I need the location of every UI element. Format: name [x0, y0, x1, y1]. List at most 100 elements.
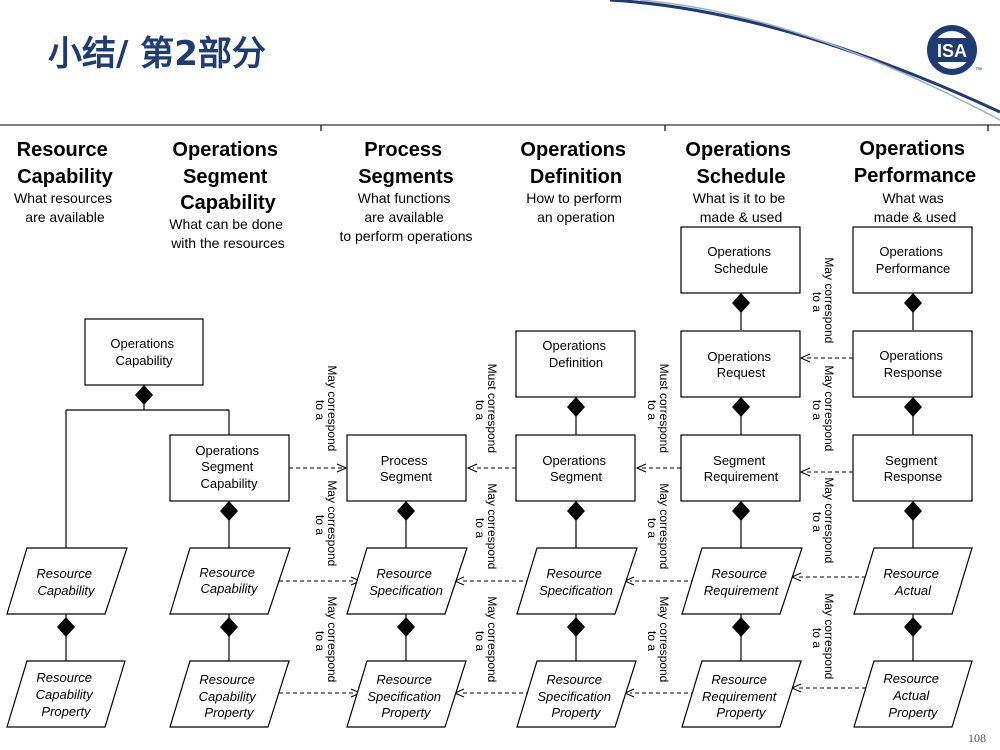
relationship-labels: May correspond to a May correspond to a … — [313, 257, 836, 685]
relationship-label: May correspond to a — [313, 365, 339, 454]
page-number: 108 — [968, 731, 986, 745]
relationship-label: May correspond to a — [645, 483, 671, 572]
relationship-label: May correspond to a — [313, 480, 339, 569]
relationship-label: Must correspond to a — [473, 364, 499, 457]
operations-response-box: Operations Response — [852, 330, 973, 398]
column-description: How to perform an operation — [526, 190, 626, 225]
relationship-label: May correspond to a — [473, 596, 499, 685]
svg-text:Resource Specification: Resource Specification Property — [537, 672, 614, 720]
resource-actual-shape: Resource Actual — [853, 547, 973, 615]
column-description: What was made & used — [874, 190, 957, 225]
composition-diamond — [397, 617, 415, 637]
relationship-label: May correspond to a — [645, 596, 671, 685]
composition-diamond — [57, 617, 75, 637]
header-swoosh — [609, 0, 1000, 114]
resource-capability-property-shape: Resource Capability Property — [6, 660, 126, 728]
relationship-label: May correspond to a — [810, 477, 836, 566]
resource-capability-shape: Resource Capability — [6, 547, 128, 615]
composition-diamonds — [57, 293, 922, 637]
composition-diamond — [567, 397, 585, 417]
resource-specification-property-shape: Resource Specification Property — [346, 660, 467, 728]
svg-text:Operations Capability: Operations Capability — [110, 336, 177, 368]
svg-text:Operations Schedule: Operations Schedule — [707, 244, 774, 276]
column-process-segments: Process Segments What functions are avai… — [339, 139, 472, 244]
resource-specification-shape: Resource Specification — [516, 547, 638, 615]
column-description: What resources are available — [14, 190, 116, 225]
segment-response-box: Segment Response — [852, 434, 973, 502]
svg-text:Operations Segment: Operations Segment — [542, 453, 609, 484]
composition-diamond — [904, 293, 922, 313]
relationship-label: May correspond to a — [810, 593, 836, 682]
svg-text:Operations Response: Operations Response — [879, 348, 946, 380]
column-resource-capability: Resource Capability What resources are a… — [14, 139, 116, 225]
operations-definition-box: Operations Definition — [515, 330, 636, 398]
column-heading: Operations Definition — [520, 139, 631, 188]
operations-schedule-box: Operations Schedule — [680, 226, 801, 294]
operations-capability-box: Operations Capability — [84, 318, 204, 386]
composition-diamond — [904, 617, 922, 637]
composition-diamond — [220, 501, 238, 521]
operations-request-box: Operations Request — [680, 330, 801, 398]
relationship-label: Must correspond to a — [645, 364, 671, 457]
relationship-label: May correspond to a — [810, 257, 836, 346]
column-heading: Operations Performance — [854, 138, 976, 187]
composition-diamond — [904, 397, 922, 417]
svg-text:Resource Requirement: Resource Requirement — [704, 566, 780, 598]
column-heading: Operations Segment Capability — [172, 139, 283, 214]
column-heading: Process Segments — [358, 139, 454, 188]
column-heading: Resource Capability — [17, 139, 114, 188]
svg-text:Resource Specification: Resource Specification Property — [367, 672, 444, 720]
segment-requirement-box: Segment Requirement — [680, 434, 801, 502]
resource-requirement-property-shape: Resource Requirement Property — [681, 660, 802, 728]
operations-segment-capability-box: Operations Segment Capability — [169, 434, 290, 502]
column-description: What can be done with the resources — [169, 216, 287, 251]
svg-text:Resource Actual: Resource Actual — [883, 566, 942, 598]
column-operations-performance: Operations Performance What was made & u… — [854, 138, 976, 225]
composition-diamond — [732, 617, 750, 637]
svg-text:Segment Requirement: Segment Requirement — [704, 453, 779, 484]
svg-text:Operations Request: Operations Request — [707, 349, 774, 380]
relationship-label: May correspond to a — [810, 365, 836, 454]
isa-logo-tm: ™ — [975, 67, 982, 74]
column-description: What functions are available to perform … — [339, 190, 472, 244]
isa-logo-text: ISA — [937, 41, 967, 61]
composition-diamond — [567, 617, 585, 637]
resource-requirement-shape: Resource Requirement — [681, 547, 803, 615]
page-title: 小结/ 第2部分 — [48, 34, 266, 74]
composition-diamond — [397, 501, 415, 521]
composition-diamond — [567, 501, 585, 521]
composition-diamond — [732, 293, 750, 313]
svg-text:Operations Performance: Operations Performance — [876, 244, 950, 276]
svg-text:Operations Definition: Operations Definition — [542, 338, 609, 370]
composition-diamond — [732, 501, 750, 521]
operations-performance-box: Operations Performance — [852, 226, 973, 294]
column-description: What is it to be made & used — [693, 190, 789, 225]
resource-capability-property-shape: Resource Capability Property — [169, 660, 290, 728]
process-segment-box: Process Segment — [346, 434, 467, 502]
svg-text:Resource Requirement: Resource Requirement Property — [702, 672, 780, 720]
column-operations-definition: Operations Definition How to perform an … — [520, 139, 631, 225]
svg-text:Resource Specification: Resource Specification — [369, 566, 443, 598]
svg-text:Segment Response: Segment Response — [884, 453, 943, 484]
svg-text:Resource Actual Pr: Resource Actual Property — [883, 671, 942, 720]
resource-specification-shape: Resource Specification — [346, 547, 468, 615]
resource-specification-property-shape: Resource Specification Property — [516, 660, 637, 728]
resource-capability-shape: Resource Capability — [169, 547, 291, 615]
header-swoosh-light — [639, 0, 1000, 121]
svg-text:Resource Capability: Resource Capability Property — [36, 670, 97, 719]
composition-diamond — [904, 501, 922, 521]
svg-text:Operations Segment: Operations Segment Capability — [195, 443, 262, 491]
column-operations-schedule: Operations Schedule What is it to be mad… — [685, 139, 796, 225]
relationship-label: May correspond to a — [473, 483, 499, 572]
isa-logo: ISA ™ — [927, 25, 982, 75]
svg-text:Resource Capability: Resource Capability Property — [199, 672, 260, 720]
composition-diamond — [732, 397, 750, 417]
svg-text:Resource Capability: Resource Capability — [36, 566, 96, 598]
svg-text:Process Segment: Process Segment — [380, 453, 432, 484]
svg-text:Resource Capability: Resource Capability — [199, 565, 259, 596]
column-operations-segment-capability: Operations Segment Capability What can b… — [169, 139, 287, 251]
relationship-label: May correspond to a — [313, 596, 339, 685]
column-heading: Operations Schedule — [685, 139, 796, 188]
composition-diamond — [220, 617, 238, 637]
